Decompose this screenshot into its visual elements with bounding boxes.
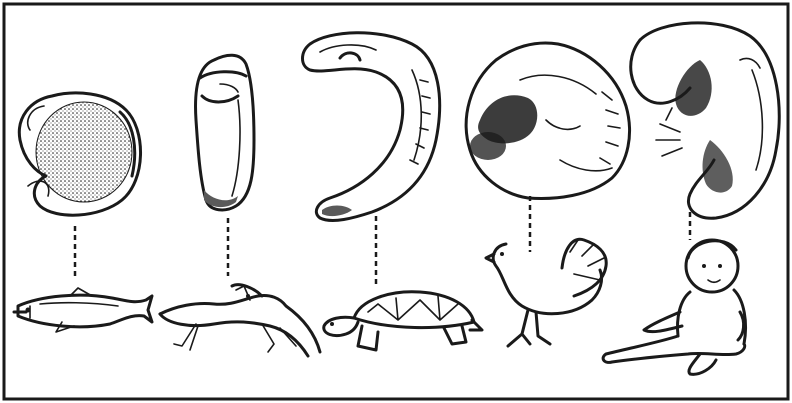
turtle-embryo: [303, 33, 440, 221]
chick-embryo: [466, 43, 629, 199]
fish: [14, 288, 152, 332]
fish-embryo: [19, 93, 140, 215]
human-baby: [603, 240, 745, 374]
human-embryo: [631, 23, 780, 218]
turtle: [324, 292, 482, 350]
chicken: [486, 239, 606, 346]
salamander-embryo: [196, 55, 254, 210]
salamander: [160, 285, 320, 356]
